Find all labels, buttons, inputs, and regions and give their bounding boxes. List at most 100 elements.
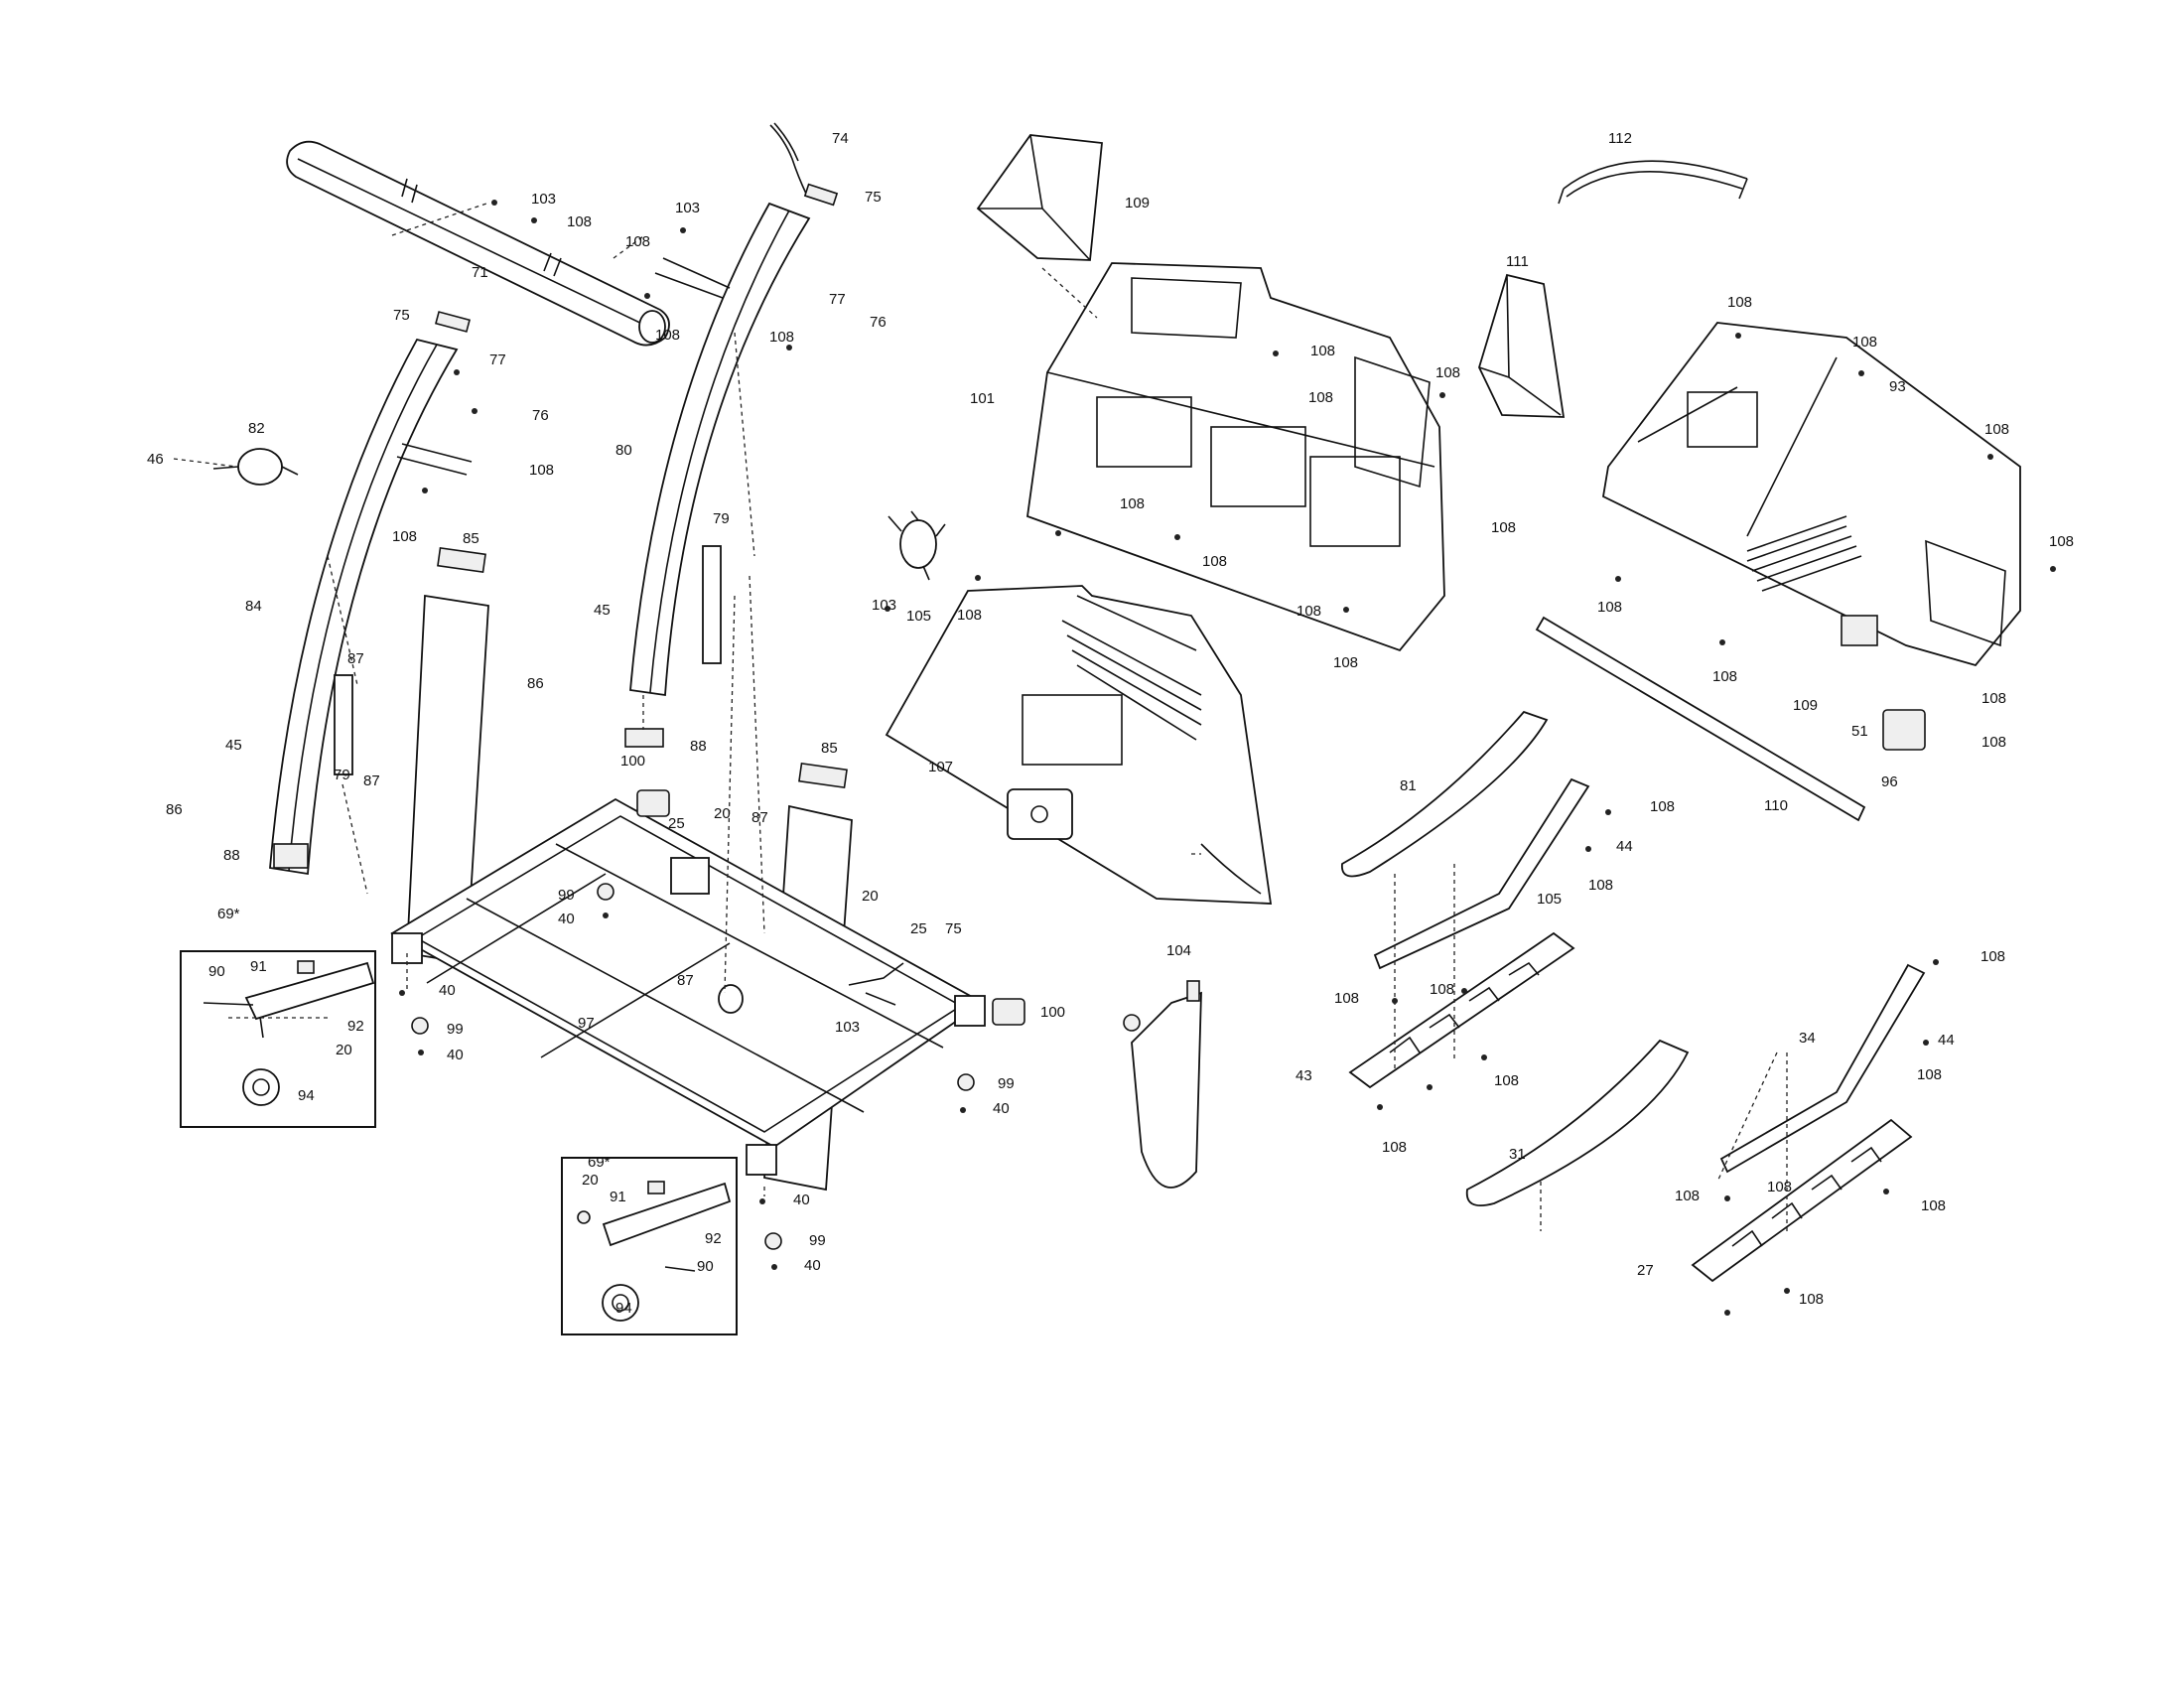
part-label-l108a: 108 bbox=[567, 213, 592, 230]
handrail-part-31 bbox=[1465, 1039, 1690, 1207]
part-label-l79a: 79 bbox=[713, 510, 730, 527]
part-label-l103c: 103 bbox=[835, 1019, 860, 1036]
part-label-l108ah: 108 bbox=[1921, 1197, 1946, 1214]
tray-part-111 bbox=[1478, 273, 1566, 418]
bracket-part-79-left bbox=[334, 674, 353, 775]
part-label-l108aa: 108 bbox=[1430, 981, 1454, 998]
part-label-l108t: 108 bbox=[1597, 599, 1622, 616]
hood-part-93 bbox=[1602, 322, 2021, 667]
part-label-l100b: 100 bbox=[1040, 1004, 1065, 1021]
part-label-l108r: 108 bbox=[957, 607, 982, 624]
part-label-l76a: 76 bbox=[870, 314, 887, 331]
part-label-l109: 109 bbox=[1125, 195, 1150, 211]
hood-and-rails bbox=[1341, 160, 2021, 1283]
part-label-l108z: 108 bbox=[1334, 990, 1359, 1007]
part-label-l75a: 75 bbox=[865, 189, 882, 206]
part-label-l45a: 45 bbox=[594, 602, 611, 619]
part-label-l77b: 77 bbox=[489, 351, 506, 368]
part-label-l81: 81 bbox=[1400, 777, 1417, 794]
part-label-l40c: 40 bbox=[447, 1047, 464, 1063]
part-label-l99c: 99 bbox=[998, 1075, 1015, 1092]
part-label-l40b: 40 bbox=[439, 982, 456, 999]
part-label-l104: 104 bbox=[1166, 942, 1191, 959]
part-label-l108w: 108 bbox=[1981, 734, 2006, 751]
bracket-part-96 bbox=[1882, 709, 1926, 751]
part-label-l108j: 108 bbox=[1727, 294, 1752, 311]
part-label-l108p: 108 bbox=[1297, 603, 1321, 620]
part-label-l40e: 40 bbox=[793, 1192, 810, 1208]
part-label-l99d: 99 bbox=[809, 1232, 826, 1249]
fastener-dots bbox=[399, 200, 2056, 1316]
part-label-l91b: 91 bbox=[610, 1189, 626, 1205]
part-label-l103d: 103 bbox=[872, 597, 896, 614]
part-label-l40f: 40 bbox=[804, 1257, 821, 1274]
rail-part-105 bbox=[1373, 777, 1590, 970]
part-label-l93: 93 bbox=[1889, 378, 1906, 395]
part-label-l108e: 108 bbox=[529, 462, 554, 479]
roller-part-on-frame bbox=[718, 984, 744, 1014]
part-label-l108ad: 108 bbox=[1980, 948, 2005, 965]
part-label-l90a: 90 bbox=[208, 963, 225, 980]
knob-part-82 bbox=[173, 448, 299, 486]
part-label-l103a: 103 bbox=[531, 191, 556, 208]
part-label-l92b: 92 bbox=[705, 1230, 722, 1247]
part-label-l40a: 40 bbox=[558, 911, 575, 927]
part-label-l25b: 25 bbox=[910, 920, 927, 937]
rail-part-27 bbox=[1691, 1118, 1913, 1283]
part-label-l74: 74 bbox=[832, 130, 849, 147]
console-cover-part-107 bbox=[885, 585, 1273, 905]
bar-part-110 bbox=[1535, 616, 1866, 822]
cable-part-104 bbox=[1123, 980, 1202, 1189]
part-label-l107: 107 bbox=[928, 759, 953, 775]
part-label-l76b: 76 bbox=[532, 407, 549, 424]
part-label-l108ab: 108 bbox=[1494, 1072, 1519, 1089]
part-label-l44b: 44 bbox=[1938, 1032, 1955, 1049]
part-label-l108f: 108 bbox=[392, 528, 417, 545]
part-label-l80: 80 bbox=[615, 442, 632, 459]
rail-part-43 bbox=[1348, 931, 1575, 1089]
console-assembly bbox=[885, 134, 1445, 1189]
part-label-l27: 27 bbox=[1637, 1262, 1654, 1279]
part-label-l94b: 94 bbox=[615, 1300, 632, 1317]
part-label-l108k: 108 bbox=[1852, 334, 1877, 351]
part-label-l43: 43 bbox=[1296, 1067, 1312, 1084]
wire-part-112 bbox=[1563, 160, 1748, 198]
frame-assembly bbox=[173, 122, 1025, 1250]
part-label-l108c: 108 bbox=[655, 327, 680, 344]
foot-part-100-right bbox=[992, 998, 1025, 1026]
part-label-l25a: 25 bbox=[668, 815, 685, 832]
part-label-l94a: 94 bbox=[298, 1087, 315, 1104]
fan-part-105 bbox=[887, 510, 946, 581]
console-base-part-101 bbox=[1026, 262, 1445, 652]
part-label-l86a: 86 bbox=[527, 675, 544, 692]
part-label-l109b: 109 bbox=[1793, 697, 1818, 714]
part-label-l108d: 108 bbox=[769, 329, 794, 346]
part-label-l79b: 79 bbox=[334, 767, 350, 783]
part-label-l69a: 69* bbox=[217, 906, 240, 922]
part-label-l87b: 87 bbox=[363, 772, 380, 789]
part-label-l45b: 45 bbox=[225, 737, 242, 754]
part-label-l20c: 20 bbox=[336, 1042, 352, 1058]
handrail-part-81 bbox=[1341, 710, 1549, 878]
part-label-l108m: 108 bbox=[1120, 495, 1145, 512]
part-label-l108n: 108 bbox=[1491, 519, 1516, 536]
part-label-l108q: 108 bbox=[2049, 533, 2074, 550]
part-label-l90b: 90 bbox=[697, 1258, 714, 1275]
part-label-l97: 97 bbox=[578, 1015, 595, 1032]
part-label-l96: 96 bbox=[1881, 773, 1898, 790]
part-label-l85a: 85 bbox=[463, 530, 479, 547]
part-label-l88b: 88 bbox=[223, 847, 240, 864]
foot-part-100-left bbox=[636, 789, 670, 817]
part-label-l46: 46 bbox=[147, 451, 164, 468]
part-label-l101: 101 bbox=[970, 390, 995, 407]
part-label-l75b: 75 bbox=[393, 307, 410, 324]
part-label-l69b: 69* bbox=[588, 1154, 611, 1171]
part-label-l51: 51 bbox=[1851, 723, 1868, 740]
bracket-part-79-right bbox=[702, 545, 722, 664]
part-label-l92a: 92 bbox=[347, 1018, 364, 1035]
part-label-l112: 112 bbox=[1608, 130, 1632, 147]
part-label-l108y: 108 bbox=[1588, 877, 1613, 894]
part-label-l99b: 99 bbox=[447, 1021, 464, 1038]
